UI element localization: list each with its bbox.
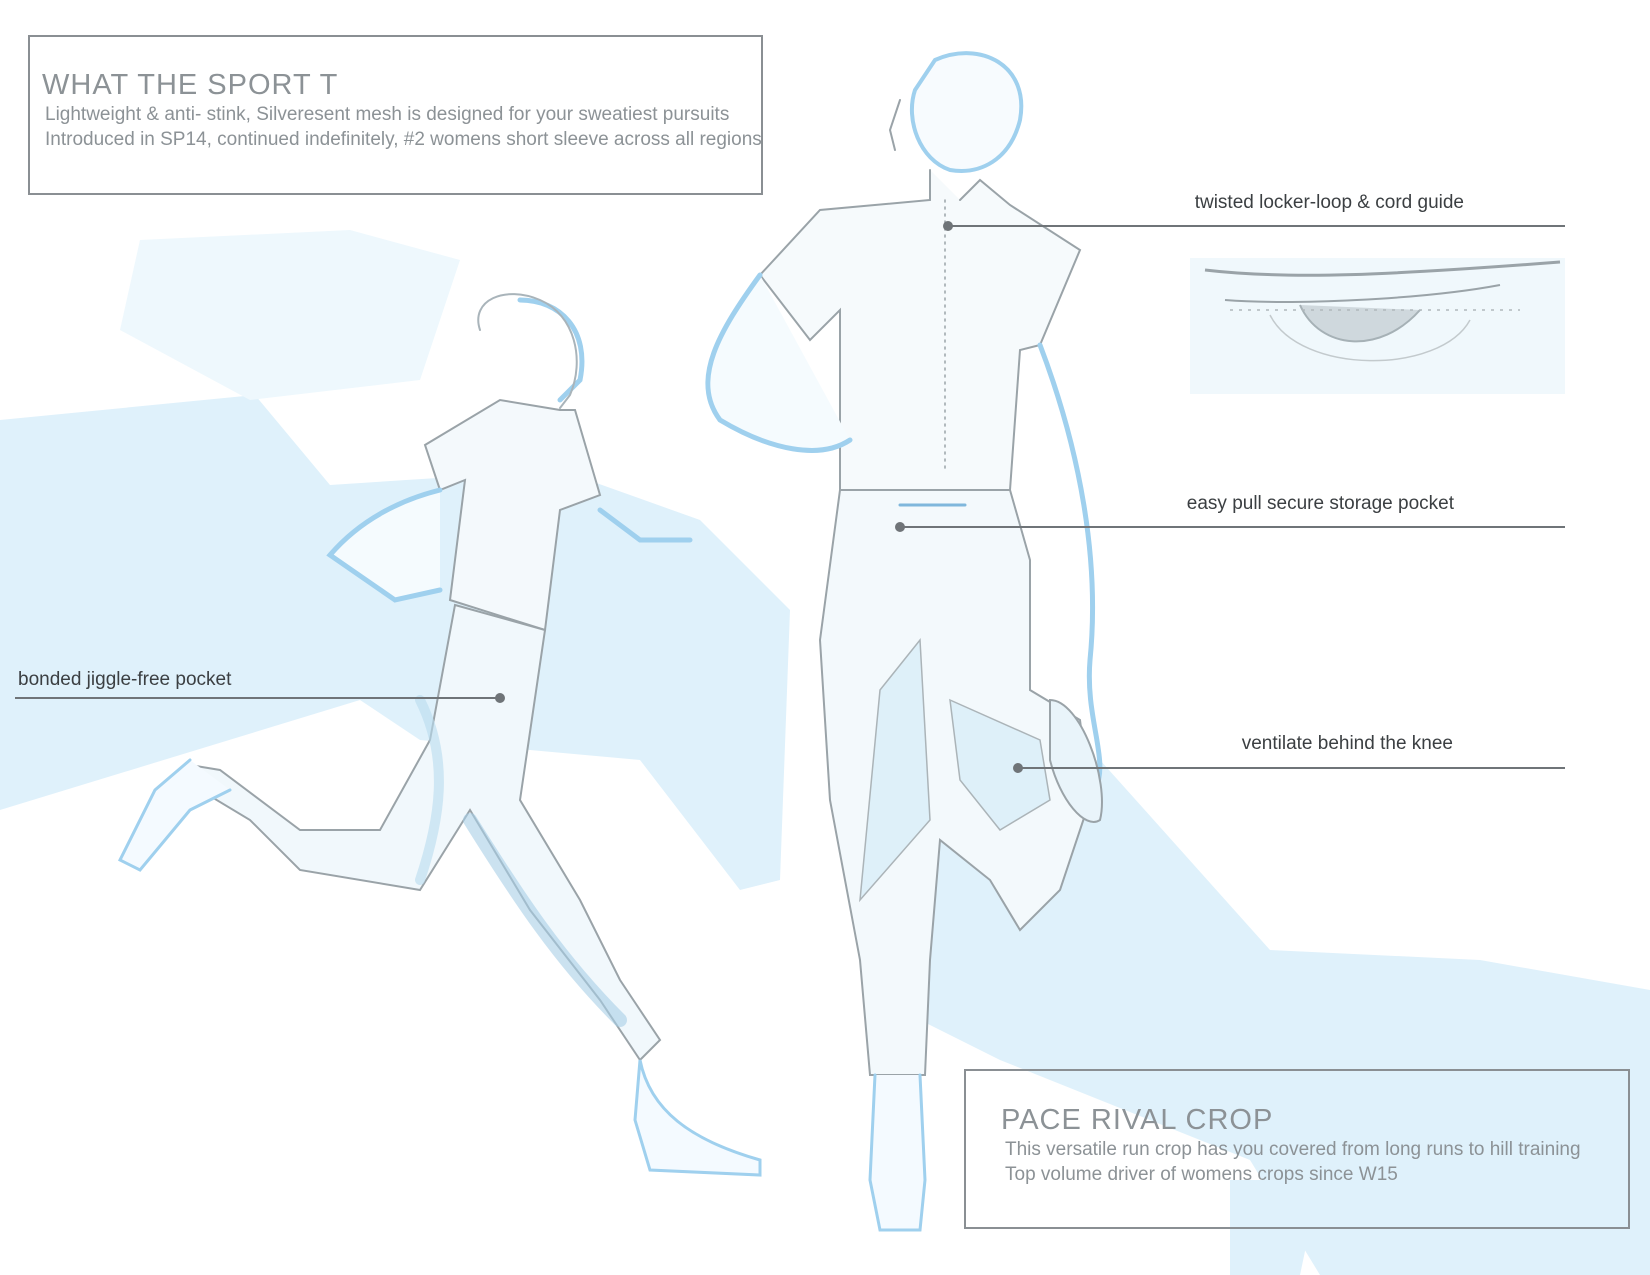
crop-title: PACE RIVAL CROP (1001, 1104, 1274, 1136)
detail-inset-locker-loop (1190, 258, 1565, 394)
callout-leaders (15, 221, 1565, 773)
sport-tee-description-line-1: Lightweight & anti- stink, Silveresent m… (45, 104, 730, 125)
callout-locker-loop: twisted locker-loop & cord guide (1194, 192, 1464, 213)
sport-tee-description-line-2: Introduced in SP14, continued indefinite… (45, 129, 762, 150)
callout-knee-ventilation: ventilate behind the knee (1241, 733, 1453, 754)
sport-tee-info-box: WHAT THE SPORT T Lightweight & anti- sti… (28, 35, 763, 195)
pace-rival-crop-info-box: PACE RIVAL CROP This versatile run crop … (964, 1069, 1630, 1229)
crop-description-line-2: Top volume driver of womens crops since … (1005, 1164, 1398, 1185)
sport-tee-title: WHAT THE SPORT T (42, 69, 339, 101)
left-runner-sketch (117, 293, 762, 1177)
callout-storage-pocket: easy pull secure storage pocket (1186, 493, 1454, 514)
background-shapes (0, 230, 1650, 1275)
right-runner-sketch (705, 51, 1103, 1232)
callout-jiggle-free-pocket: bonded jiggle-free pocket (18, 669, 232, 690)
crop-description-line-1: This versatile run crop has you covered … (1005, 1139, 1581, 1160)
